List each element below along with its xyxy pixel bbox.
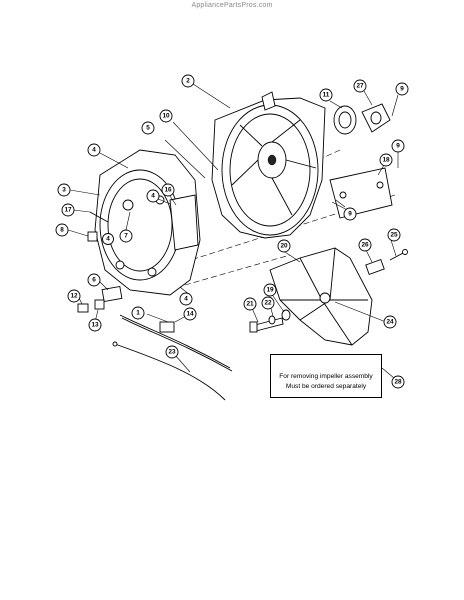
- svg-text:27: 27: [356, 83, 364, 90]
- clip-13: [94, 299, 105, 310]
- svg-text:8: 8: [60, 227, 64, 234]
- svg-text:19: 19: [266, 287, 274, 294]
- nut-8: [87, 231, 98, 242]
- callout-4d: 4: [102, 233, 114, 245]
- svg-text:11: 11: [323, 92, 330, 99]
- callout-27: 27: [353, 79, 367, 93]
- callout-9a: 9: [395, 82, 409, 96]
- flat-washer: [281, 309, 291, 321]
- callout-26: 26: [358, 238, 372, 252]
- flange-plate: [361, 103, 391, 133]
- svg-text:4: 4: [106, 236, 110, 243]
- callout-28: 28: [391, 375, 405, 389]
- svg-text:22: 22: [264, 300, 272, 307]
- svg-text:28: 28: [394, 379, 402, 386]
- control-rod: [112, 341, 226, 401]
- callout-1: 1: [131, 306, 145, 320]
- svg-text:4: 4: [151, 193, 155, 200]
- svg-text:3: 3: [62, 187, 66, 194]
- callout-14: 14: [183, 307, 197, 321]
- callout-22: 22: [261, 296, 275, 310]
- callout-20: 20: [277, 239, 291, 253]
- coupler-block: [365, 258, 385, 276]
- callout-21: 21: [243, 297, 257, 311]
- callout-8: 8: [55, 223, 69, 237]
- callout-19: 19: [263, 283, 277, 297]
- callout-4a: 4: [87, 143, 101, 157]
- callout-16: 16: [161, 183, 175, 197]
- svg-text:18: 18: [382, 157, 390, 164]
- callout-4b: 4: [146, 189, 160, 203]
- front-blower-housing: [94, 149, 201, 296]
- svg-text:16: 16: [164, 187, 172, 194]
- thumb-screw: [89, 211, 109, 223]
- svg-text:17: 17: [64, 207, 72, 214]
- svg-text:14: 14: [186, 311, 194, 318]
- svg-text:9: 9: [348, 211, 352, 218]
- svg-text:26: 26: [361, 242, 369, 249]
- callout-7: 7: [119, 229, 133, 243]
- svg-text:6: 6: [92, 277, 96, 284]
- svg-text:5: 5: [146, 125, 150, 132]
- svg-text:4: 4: [184, 296, 188, 303]
- svg-text:9: 9: [396, 143, 400, 150]
- svg-text:1: 1: [136, 310, 140, 317]
- callout-6: 6: [87, 273, 101, 287]
- svg-text:20: 20: [280, 243, 288, 250]
- svg-text:9: 9: [400, 86, 404, 93]
- callout-18: 18: [379, 153, 393, 167]
- lock-washer: [268, 315, 276, 325]
- set-screw: [389, 249, 408, 261]
- callout-25: 25: [387, 228, 401, 242]
- callout-2: 2: [181, 74, 195, 88]
- note-line-2: Must be ordered separately: [285, 383, 367, 390]
- wire-harness: [119, 314, 233, 372]
- callout-12: 12: [67, 289, 81, 303]
- svg-text:24: 24: [386, 319, 394, 326]
- note-line-1: For removing impeller assembly: [279, 373, 373, 380]
- svg-text:23: 23: [168, 349, 176, 356]
- svg-text:12: 12: [70, 293, 78, 300]
- svg-text:10: 10: [162, 113, 170, 120]
- svg-text:21: 21: [246, 301, 254, 308]
- svg-text:2: 2: [186, 78, 190, 85]
- impeller-bolt: [249, 317, 284, 333]
- mounting-bracket: [329, 167, 393, 219]
- watermark: AppliancePartsPros.com: [191, 2, 273, 9]
- svg-text:4: 4: [92, 147, 96, 154]
- callout-13: 13: [88, 318, 102, 332]
- callout-5: 5: [141, 121, 155, 135]
- callout-3: 3: [57, 183, 71, 197]
- clip-12: [77, 303, 89, 313]
- switch-block: [101, 286, 123, 302]
- callout-23: 23: [165, 345, 179, 359]
- callout-17: 17: [61, 203, 75, 217]
- svg-text:13: 13: [91, 322, 99, 329]
- seal-ring: [333, 105, 357, 135]
- svg-text:7: 7: [124, 233, 128, 240]
- svg-text:25: 25: [390, 232, 398, 239]
- callout-4c: 4: [179, 292, 193, 306]
- callout-10: 10: [159, 109, 173, 123]
- callout-9b: 9: [391, 139, 405, 153]
- callout-11: 11: [319, 88, 333, 102]
- rear-housing-plate: [211, 91, 326, 239]
- impeller-assembly: [269, 247, 373, 346]
- note-box: For removing impeller assembly Must be o…: [270, 354, 382, 398]
- callout-24: 24: [383, 315, 397, 329]
- callout-9c: 9: [343, 207, 357, 221]
